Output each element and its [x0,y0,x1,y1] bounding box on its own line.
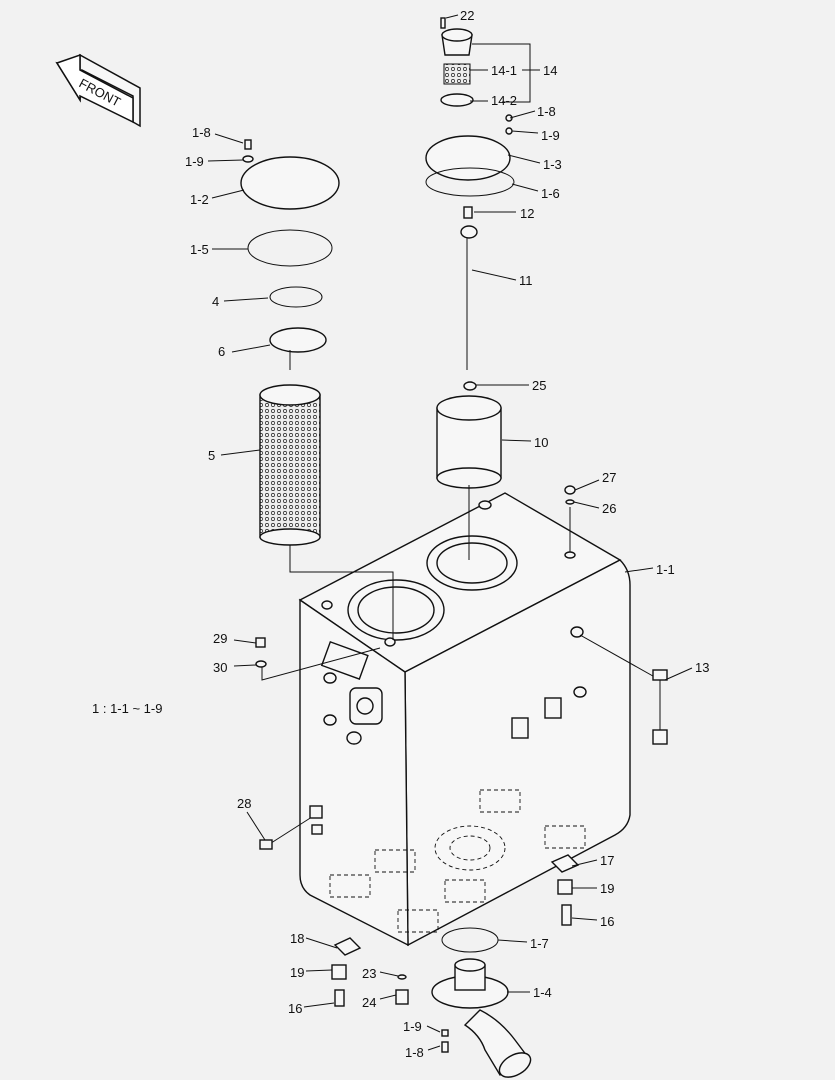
callout-12: 12 [520,206,534,221]
callout-1-6: 1-6 [541,186,560,201]
callout-1-9: 1-9 [541,128,560,143]
callout-1-8-left: 1-8 [192,125,211,140]
callout-29: 29 [213,631,227,646]
leader-lines [207,14,693,1051]
suction-pipe [431,927,532,1078]
mounts [331,854,580,1007]
callout-1-2: 1-2 [190,192,209,207]
callout-1-4: 1-4 [533,985,552,1000]
hydraulic-tank [298,492,631,947]
callout-13: 13 [695,660,709,675]
callout-1-9-bottom: 1-9 [403,1019,422,1034]
callout-16: 16 [600,914,614,929]
callout-22: 22 [460,8,474,23]
callout-14-1: 14-1 [491,63,517,78]
callout-1-8: 1-8 [537,104,556,119]
callout-5: 5 [208,448,215,463]
callout-27: 27 [602,470,616,485]
callout-26: 26 [602,501,616,516]
callout-30: 30 [213,660,227,675]
callout-11: 11 [519,273,533,288]
callout-19-left: 19 [290,965,304,980]
level-gauge [579,634,668,745]
top-cover-assembly [425,17,576,560]
callout-10: 10 [534,435,548,450]
callout-14: 14 [543,63,557,78]
callout-1-9-left: 1-9 [185,154,204,169]
callout-1-8-bottom: 1-8 [405,1045,424,1060]
callout-1-3: 1-3 [543,157,562,172]
callout-labels: 22 14-1 14 14-2 1-8 1-9 1-3 1-6 12 11 25… [92,8,709,1060]
callout-19: 19 [600,881,614,896]
sensor-28 [259,805,323,850]
callout-28: 28 [237,796,251,811]
front-arrow-icon: FRONT [55,53,141,128]
callout-18: 18 [290,931,304,946]
callout-1-5: 1-5 [190,242,209,257]
callout-1-7: 1-7 [530,936,549,951]
callout-14-2: 14-2 [491,93,517,108]
callout-17: 17 [600,853,614,868]
return-filter-assembly [240,139,394,681]
callout-24: 24 [362,995,376,1010]
callout-4: 4 [212,294,219,309]
callout-23: 23 [362,966,376,981]
callout-6: 6 [218,344,225,359]
assembly-note: 1 : 1-1 ~ 1-9 [92,701,162,716]
callout-25: 25 [532,378,546,393]
callout-16-left: 16 [288,1001,302,1016]
callout-1-1: 1-1 [656,562,675,577]
